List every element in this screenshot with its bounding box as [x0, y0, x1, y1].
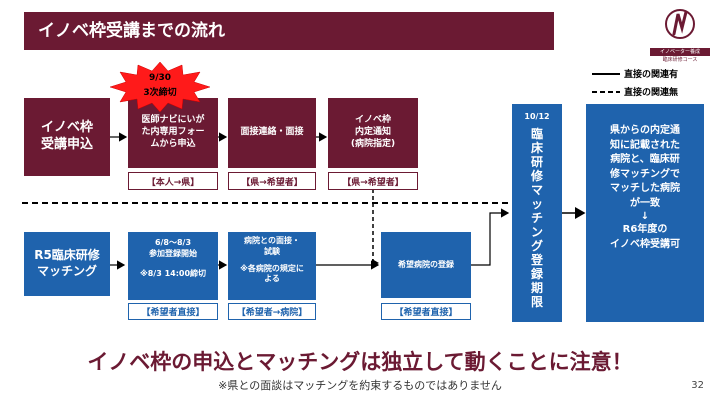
step-hospital-interview: 病院との面接・ 試験 ※各病院の規定に よる: [228, 232, 316, 300]
logo-emblem-icon: [665, 9, 695, 39]
result-condition: 県からの内定通 知に記載された 病院と、臨床研 修マッチングで マッチした病院 …: [610, 125, 680, 209]
step-interview-tag: 【県→希望者】: [228, 172, 316, 190]
step-interview: 面接連絡・面接: [228, 98, 316, 168]
matching-box: R5臨床研修 マッチング: [24, 232, 110, 296]
step-hospital-registration: 希望病院の登録: [381, 232, 471, 298]
step-registration-start-note: ※8/3 14:00締切: [139, 268, 207, 278]
burst-date: 9/30: [148, 73, 172, 83]
step-hospital-interview-note: ※各病院の規定に よる: [240, 263, 304, 284]
deadline-date: 10/12: [524, 112, 550, 121]
step-registration-start-text: 6/8〜8/3 参加登録開始: [149, 238, 197, 258]
step-offer-notice: イノベ枠 内定通知 (病院指定): [328, 98, 418, 168]
result-box: 県からの内定通 知に記載された 病院と、臨床研 修マッチングで マッチした病院 …: [586, 104, 704, 322]
step-hospital-interview-tag: 【希望者→病院】: [228, 303, 316, 320]
page-title: イノベ枠受講までの流れ: [24, 12, 554, 50]
burst-icon: [110, 62, 210, 112]
legend-unrelated: 直接の関連無: [624, 88, 679, 98]
step-hospital-interview-text: 病院との面接・ 試験: [244, 236, 300, 256]
result-down-arrow: ↓: [640, 211, 650, 222]
legend-related: 直接の関連有: [624, 70, 679, 80]
matching-deadline-box: 10/12 臨 床 研 修 マ ッ チ ン グ 登 録 期 限: [512, 104, 562, 322]
result-outcome: R6年度の イノベ枠受講可: [610, 224, 680, 250]
step-hospital-registration-tag: 【希望者直接】: [381, 303, 471, 320]
step-registration-start: 6/8〜8/3 参加登録開始 ※8/3 14:00締切: [128, 232, 218, 300]
footnote: ※県との面談はマッチングを約束するものではありません: [218, 379, 502, 392]
page-number: 32: [691, 380, 704, 391]
deadline-label: 臨 床 研 修 マ ッ チ ン グ 登 録 期 限: [530, 127, 543, 310]
course-logo: イノベーター養成 臨床研修コース: [650, 4, 710, 63]
headline: イノベ枠の申込とマッチングは独立して動くことに注意！: [87, 350, 633, 374]
step-online-application-tag: 【本人→県】: [128, 172, 218, 190]
step-online-application: 医師ナビにいが た内専用フォー ムから申込: [128, 98, 218, 168]
logo-caption-2: 臨床研修コース: [662, 57, 698, 63]
apply-box: イノベ枠 受講申込: [24, 98, 110, 176]
step-registration-start-tag: 【希望者直接】: [128, 303, 218, 320]
step-offer-notice-tag: 【県→希望者】: [328, 172, 418, 190]
burst-label: 3次締切: [143, 88, 177, 98]
logo-caption-1: イノベーター養成: [650, 48, 710, 56]
deadline-burst: 9/30 3次締切: [110, 62, 210, 112]
